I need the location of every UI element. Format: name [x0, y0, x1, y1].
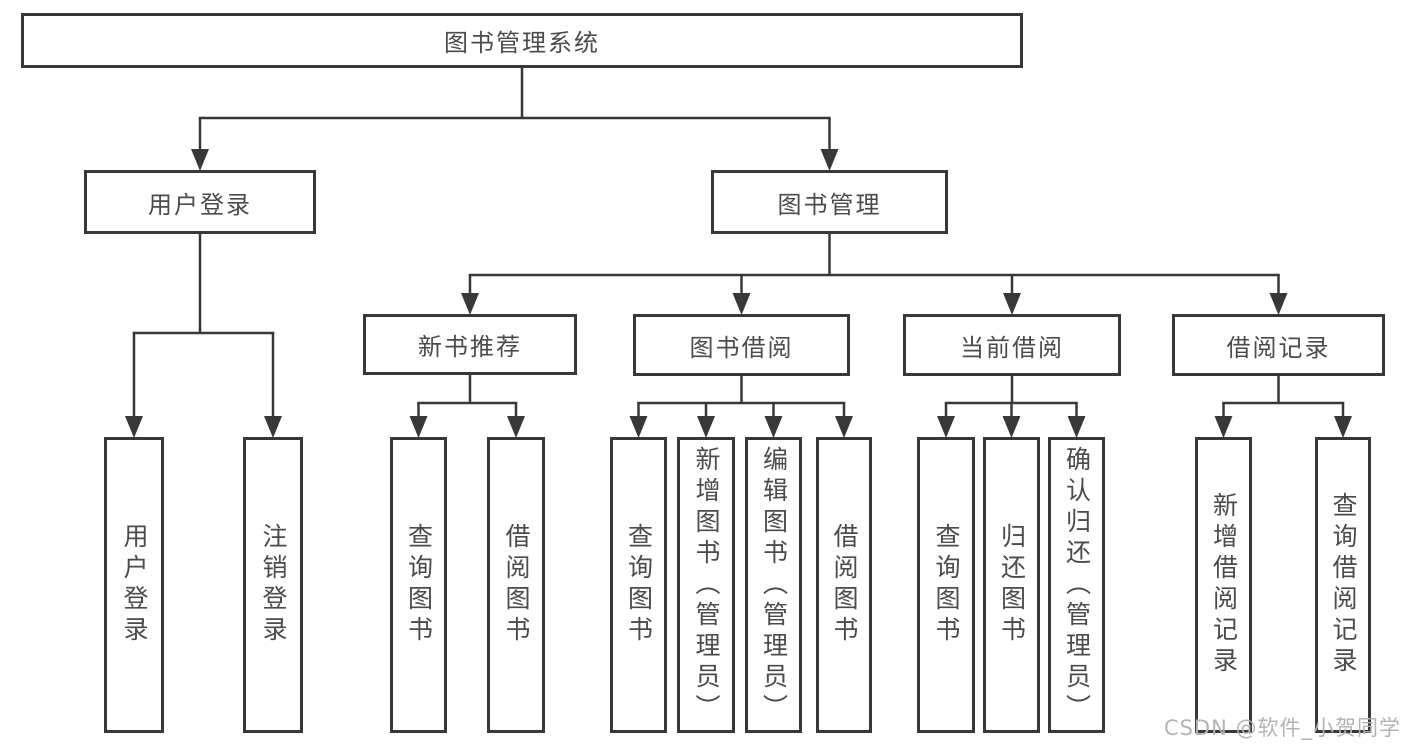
arrowhead-icon [264, 416, 282, 438]
node-root: 图书管理系统 [21, 13, 1023, 68]
node-bor-query: 查询图书 [610, 437, 667, 733]
node-current: 当前借阅 [903, 314, 1121, 376]
node-logout-leaf: 注销登录 [243, 437, 303, 733]
node-borrow: 图书借阅 [633, 314, 850, 376]
node-cur-query: 查询图书 [917, 437, 975, 733]
watermark: CSDN @软件_小贺同学 [1163, 716, 1401, 740]
node-rec-query: 查询图书 [390, 437, 447, 733]
node-recd-add: 新增借阅记录 [1195, 437, 1252, 733]
node-bor-borrow: 借阅图书 [816, 437, 872, 733]
arrowhead-icon [629, 416, 648, 438]
node-new-rec: 新书推荐 [363, 314, 577, 375]
arrowhead-icon [820, 149, 839, 171]
arrowhead-icon [697, 416, 715, 438]
node-book-mgmt: 图书管理 [711, 170, 948, 234]
node-cur-return: 归还图书 [983, 437, 1040, 733]
node-bor-add: 新增图书（管理员） [677, 437, 735, 733]
arrowhead-icon [1214, 416, 1233, 438]
arrowhead-icon [1003, 293, 1021, 315]
arrowhead-icon [1269, 293, 1288, 315]
arrowhead-icon [409, 416, 428, 438]
node-cur-confirm: 确认归还（管理员） [1048, 437, 1105, 733]
arrowhead-icon [937, 416, 955, 438]
arrowhead-icon [1334, 416, 1352, 438]
arrowhead-icon [507, 416, 525, 438]
arrowhead-icon [835, 416, 853, 438]
node-rec-borrow: 借阅图书 [487, 437, 545, 733]
arrowhead-icon [732, 293, 751, 315]
node-user-login: 用户登录 [84, 170, 316, 234]
arrowhead-icon [1002, 416, 1021, 438]
node-login-leaf: 用户登录 [104, 437, 164, 733]
arrowhead-icon [1067, 416, 1086, 438]
arrowhead-icon [191, 149, 209, 171]
node-recd-query: 查询借阅记录 [1315, 437, 1371, 733]
arrowhead-icon [125, 416, 143, 438]
arrowhead-icon [461, 293, 479, 315]
arrowhead-icon [764, 416, 783, 438]
node-bor-edit: 编辑图书（管理员） [745, 437, 802, 733]
node-records: 借阅记录 [1172, 314, 1385, 376]
